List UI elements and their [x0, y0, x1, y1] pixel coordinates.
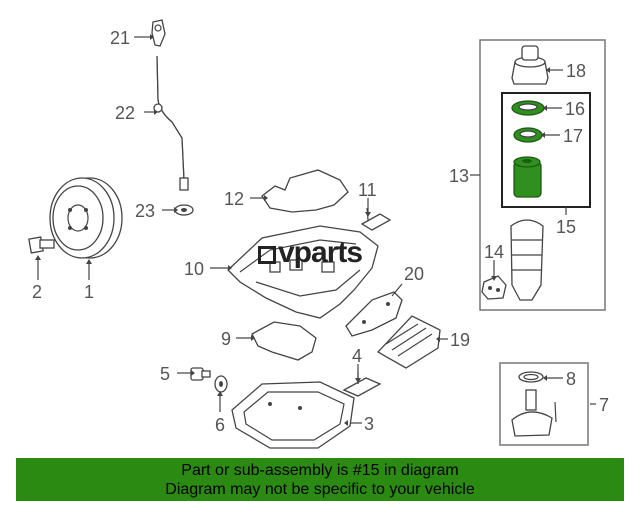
- part-18-filter-cap[interactable]: [511, 45, 549, 85]
- callout-14: 14: [484, 242, 504, 262]
- part-2-pulley-bolt[interactable]: [28, 236, 55, 254]
- part-14-housing-gasket[interactable]: [481, 275, 507, 300]
- callout-22: 22: [115, 103, 135, 123]
- part-20-gasket[interactable]: [345, 291, 403, 337]
- logo-mark-icon: [258, 246, 276, 264]
- part-15-filter-element[interactable]: [513, 156, 542, 198]
- callout-4: 4: [352, 346, 362, 366]
- part-12-cover[interactable]: [261, 169, 349, 213]
- callout-3: 3: [364, 414, 374, 434]
- ring-16-inner: [518, 103, 538, 111]
- callout-7: 7: [599, 395, 609, 415]
- part-13-filter-housing[interactable]: [510, 219, 544, 301]
- callout-11: 11: [358, 180, 377, 200]
- part-11-sensor[interactable]: [360, 207, 392, 231]
- banner-line-2: Diagram may not be specific to your vehi…: [165, 481, 475, 498]
- part-9-baffle[interactable]: [251, 321, 317, 361]
- callout-5: 5: [160, 364, 170, 384]
- gasket-hole: [362, 320, 366, 324]
- highlight-box-15: [501, 92, 591, 208]
- assembly-box-7: [499, 362, 589, 446]
- part-4-sensor[interactable]: [342, 372, 382, 397]
- tube-end: [179, 177, 189, 191]
- part-6-washer[interactable]: [214, 375, 228, 393]
- tube-highlight: [156, 55, 185, 181]
- part-19-oil-cooler[interactable]: [376, 315, 441, 369]
- part-7-oil-level-sensor[interactable]: [511, 389, 557, 437]
- callout-15: 15: [556, 217, 576, 237]
- part-1-crankshaft-pulley[interactable]: [49, 177, 123, 259]
- callout-20: 20: [404, 264, 424, 284]
- part-22-dipstick-tube[interactable]: [156, 55, 185, 181]
- callout-8: 8: [566, 369, 576, 389]
- callout-23: 23: [135, 201, 155, 221]
- callout-19: 19: [450, 330, 470, 350]
- callout-6: 6: [215, 415, 225, 435]
- callout-18: 18: [566, 61, 586, 81]
- callout-21: 21: [110, 28, 130, 48]
- banner-line-1: Part or sub-assembly is #15 in diagram: [181, 462, 459, 479]
- part-10-baffle-plate[interactable]: [227, 225, 379, 319]
- callout-12: 12: [224, 189, 244, 209]
- callout-17: 17: [563, 126, 583, 146]
- callout-13: 13: [449, 166, 469, 186]
- watermark-text: vparts: [278, 236, 363, 269]
- callout-2: 2: [32, 282, 42, 302]
- seal-8-inner: [523, 373, 539, 381]
- callout-10: 10: [184, 259, 204, 279]
- part-21-dipstick-handle[interactable]: [151, 19, 166, 47]
- callout-16: 16: [565, 99, 585, 119]
- gasket-hole: [386, 302, 390, 306]
- info-banner: Part or sub-assembly is #15 in diagram D…: [16, 458, 624, 501]
- callout-1: 1: [84, 282, 94, 302]
- watermark-logo: vparts: [258, 236, 386, 270]
- arrow-heads: [35, 34, 550, 426]
- part-5-drain-plug[interactable]: [190, 367, 211, 381]
- ring-17-inner: [519, 130, 537, 138]
- part-8-seal[interactable]: [518, 371, 544, 383]
- callout-9: 9: [221, 329, 231, 349]
- part-3-oil-pan[interactable]: [231, 381, 355, 449]
